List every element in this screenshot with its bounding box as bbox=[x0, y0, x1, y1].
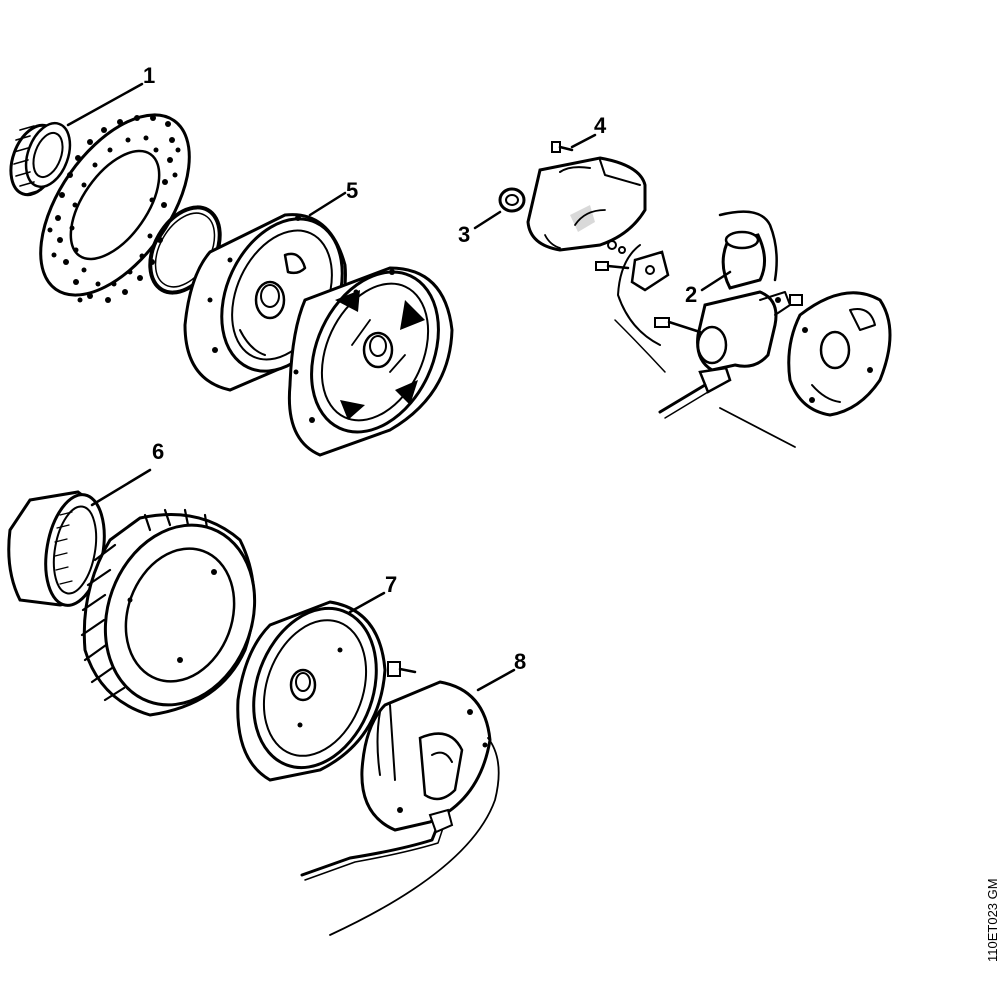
ignition-assembly-upper bbox=[473, 133, 892, 448]
ignition-cover bbox=[526, 156, 647, 252]
part-4-screw bbox=[551, 141, 574, 153]
drawing-code: 110ET023 GM bbox=[985, 878, 1000, 962]
ignition-base-plate bbox=[614, 210, 778, 373]
part-5-flywheel-assemblies bbox=[148, 191, 454, 457]
part-7-rotor bbox=[236, 591, 387, 782]
callout-2-leader bbox=[700, 270, 732, 292]
part-2-condenser bbox=[721, 230, 766, 290]
callout-8: 8 bbox=[514, 649, 526, 674]
callout-7-leader bbox=[348, 591, 386, 614]
callout-6-leader bbox=[90, 468, 152, 507]
callout-5: 5 bbox=[346, 178, 358, 203]
ignition-coil bbox=[654, 290, 796, 448]
retaining-ring bbox=[7, 490, 106, 607]
callout-7: 7 bbox=[385, 572, 397, 597]
callout-1-leader bbox=[66, 82, 144, 127]
part-1-needle-bearing-and-disc bbox=[9, 82, 191, 303]
callout-5-leader bbox=[308, 191, 347, 217]
callout-2: 2 bbox=[685, 282, 697, 307]
callout-8-leader bbox=[476, 668, 516, 692]
callout-4-leader bbox=[570, 133, 597, 149]
part-3-grommet bbox=[498, 187, 526, 213]
part-6-fan-wheel-assembly bbox=[7, 468, 257, 717]
flywheel-front bbox=[287, 266, 454, 457]
callout-6: 6 bbox=[152, 439, 164, 464]
ignition-stator-disc bbox=[787, 291, 892, 417]
perforated-disc bbox=[39, 113, 191, 303]
part-8-ignition-module bbox=[300, 661, 516, 936]
callout-3: 3 bbox=[458, 222, 470, 247]
callout-3-leader bbox=[473, 210, 502, 230]
callout-1: 1 bbox=[143, 63, 155, 88]
finned-fan-wheel bbox=[80, 508, 257, 717]
breaker-points bbox=[595, 240, 670, 292]
needle-bearing-cage bbox=[9, 121, 72, 197]
callout-4: 4 bbox=[594, 113, 607, 138]
